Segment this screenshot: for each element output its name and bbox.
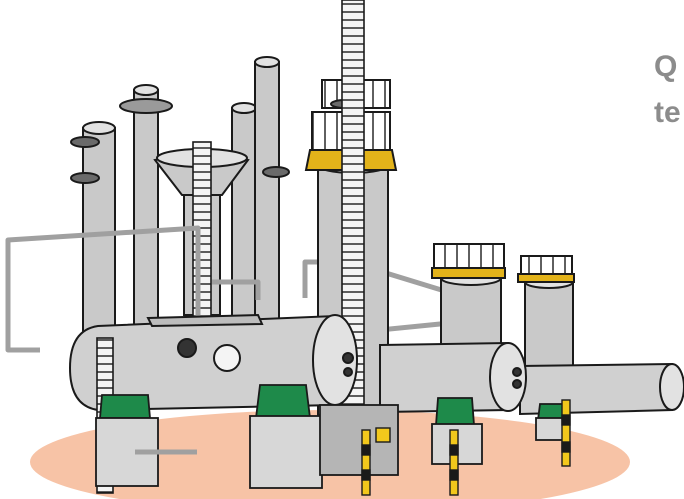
safety-posts: [361, 399, 571, 496]
cropped-heading-line-1: Q: [654, 50, 678, 83]
cropped-heading-line-2: te: [654, 96, 681, 129]
horizontal-vessels: [68, 313, 684, 416]
